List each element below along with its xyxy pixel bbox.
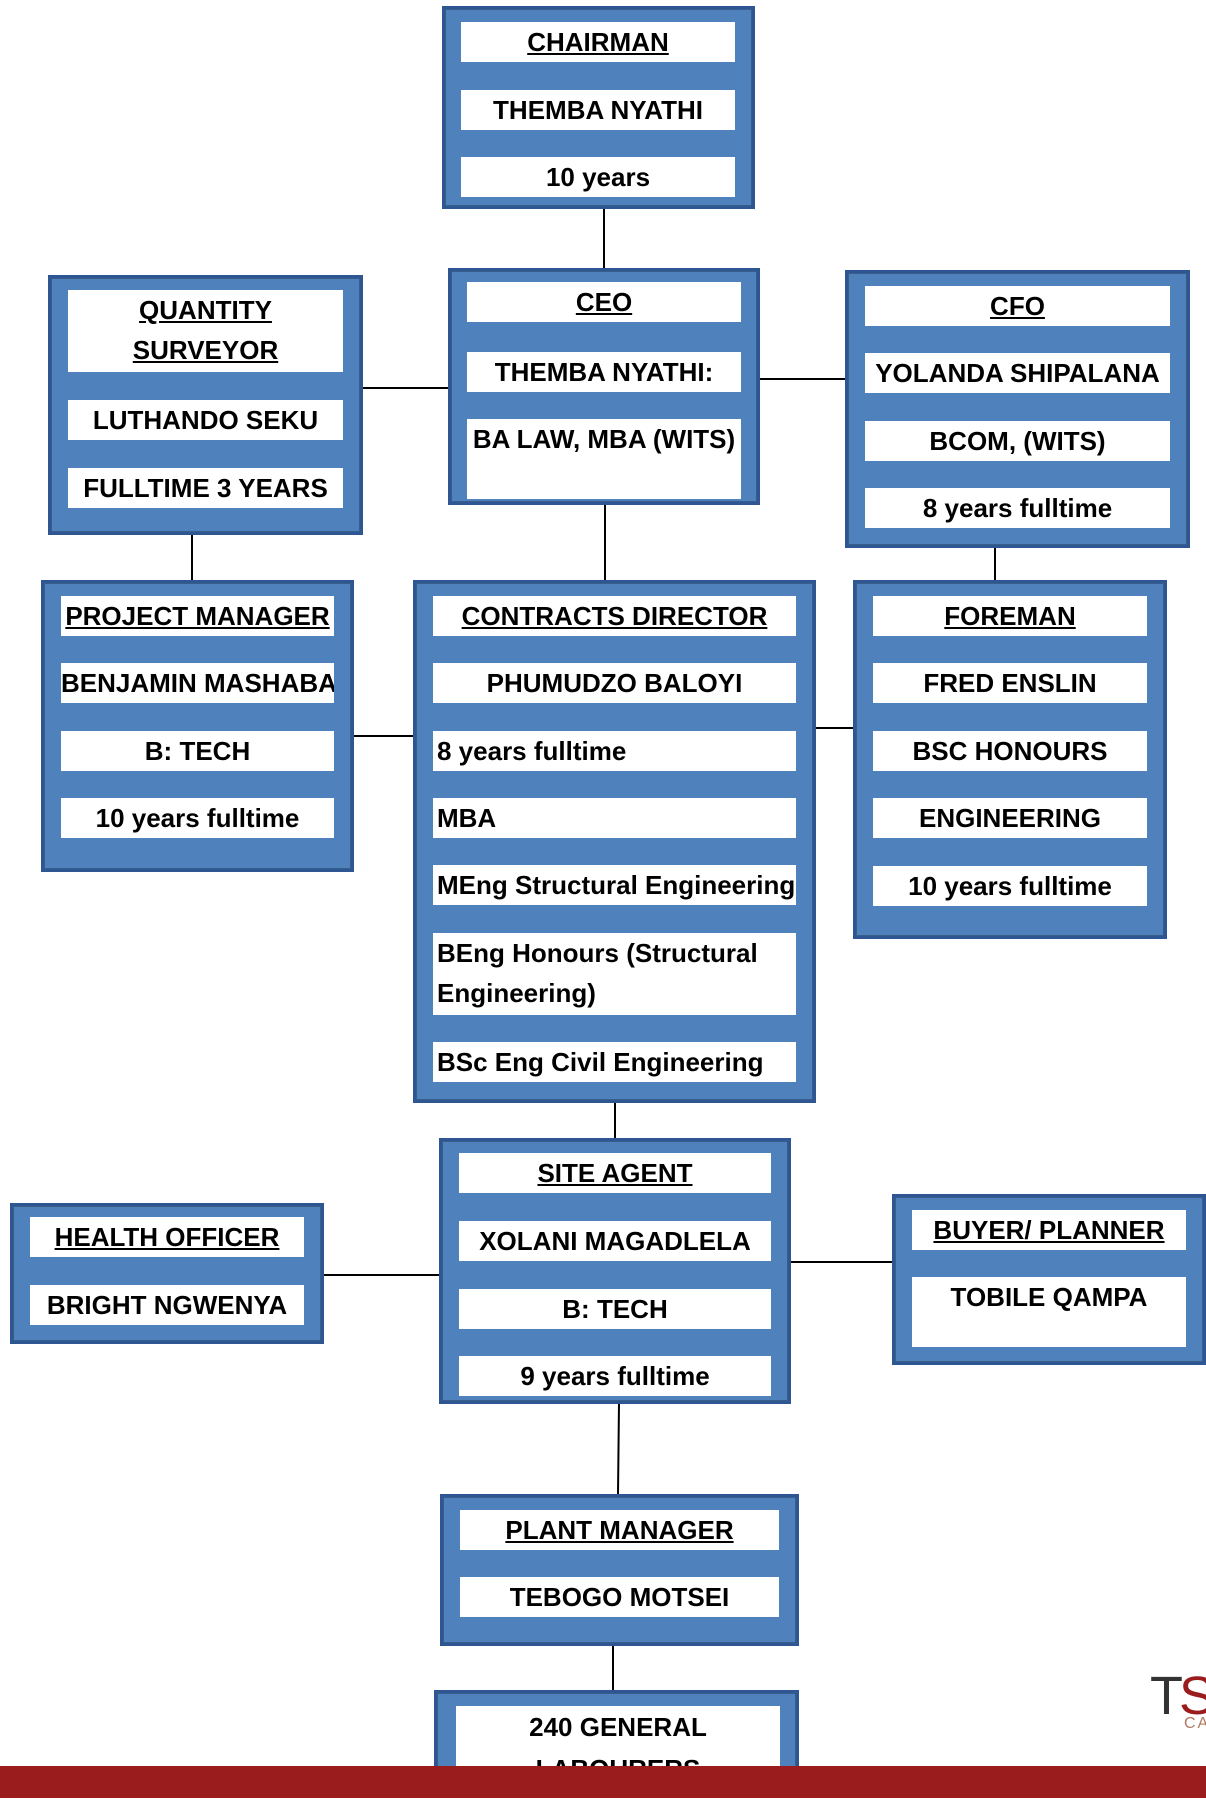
company-logo: TS CA xyxy=(1150,1665,1206,1735)
contracts-director-item: BSc Eng Civil Engineering xyxy=(433,1042,796,1082)
logo-mark: TS xyxy=(1150,1666,1206,1726)
foreman-name: FRED ENSLIN xyxy=(873,663,1147,703)
ceo-title: CEO xyxy=(467,282,741,322)
foreman-field: ENGINEERING xyxy=(873,798,1147,838)
project-manager-box: PROJECT MANAGER BENJAMIN MASHABA B: TECH… xyxy=(41,580,354,872)
chairman-name: THEMBA NYATHI xyxy=(461,90,735,130)
quantity-surveyor-title: QUANTITY SURVEYOR xyxy=(68,290,343,372)
chairman-box: CHAIRMAN THEMBA NYATHI 10 years xyxy=(442,6,755,209)
foreman-qualification: BSC HONOURS xyxy=(873,731,1147,771)
contracts-director-name: PHUMUDZO BALOYI xyxy=(433,663,796,703)
cfo-box: CFO YOLANDA SHIPALANA BCOM, (WITS) 8 yea… xyxy=(845,270,1190,548)
cfo-name: YOLANDA SHIPALANA xyxy=(865,353,1170,393)
contracts-director-item: MEng Structural Engineering xyxy=(433,865,796,905)
project-manager-detail: 10 years fulltime xyxy=(61,798,334,838)
project-manager-qualification: B: TECH xyxy=(61,731,334,771)
health-officer-name: BRIGHT NGWENYA xyxy=(30,1285,304,1325)
health-officer-title: HEALTH OFFICER xyxy=(30,1217,304,1257)
foreman-box: FOREMAN FRED ENSLIN BSC HONOURS ENGINEER… xyxy=(853,580,1167,939)
cfo-qualification: BCOM, (WITS) xyxy=(865,421,1170,461)
cfo-title: CFO xyxy=(865,286,1170,326)
logo-subtext: CA xyxy=(1184,1715,1206,1732)
line-site-plant xyxy=(617,1402,620,1495)
project-manager-title: PROJECT MANAGER xyxy=(61,596,334,636)
cfo-detail: 8 years fulltime xyxy=(865,488,1170,528)
chairman-title: CHAIRMAN xyxy=(461,22,735,62)
contracts-director-box: CONTRACTS DIRECTOR PHUMUDZO BALOYI 8 yea… xyxy=(413,580,816,1103)
contracts-director-item: BEng Honours (Structural Engineering) xyxy=(433,933,796,1015)
chairman-detail: 10 years xyxy=(461,157,735,197)
buyer-planner-name: TOBILE QAMPA xyxy=(912,1277,1186,1347)
buyer-planner-box: BUYER/ PLANNER TOBILE QAMPA xyxy=(892,1194,1206,1365)
contracts-director-item: MBA xyxy=(433,798,796,838)
quantity-surveyor-box: QUANTITY SURVEYOR LUTHANDO SEKU FULLTIME… xyxy=(48,275,363,535)
quantity-surveyor-detail: FULLTIME 3 YEARS xyxy=(68,468,343,508)
site-agent-title: SITE AGENT xyxy=(459,1153,771,1193)
foreman-detail: 10 years fulltime xyxy=(873,866,1147,906)
contracts-director-item: 8 years fulltime xyxy=(433,731,796,771)
ceo-name: THEMBA NYATHI: xyxy=(467,352,741,392)
contracts-director-title: CONTRACTS DIRECTOR xyxy=(433,596,796,636)
site-agent-box: SITE AGENT XOLANI MAGADLELA B: TECH 9 ye… xyxy=(439,1138,791,1404)
quantity-surveyor-name: LUTHANDO SEKU xyxy=(68,400,343,440)
site-agent-qualification: B: TECH xyxy=(459,1289,771,1329)
buyer-planner-title: BUYER/ PLANNER xyxy=(912,1210,1186,1250)
plant-manager-name: TEBOGO MOTSEI xyxy=(460,1577,779,1617)
site-agent-detail: 9 years fulltime xyxy=(459,1356,771,1396)
plant-manager-box: PLANT MANAGER TEBOGO MOTSEI xyxy=(440,1494,799,1646)
ceo-box: CEO THEMBA NYATHI: BA LAW, MBA (WITS) xyxy=(448,268,760,505)
site-agent-name: XOLANI MAGADLELA xyxy=(459,1221,771,1261)
foreman-title: FOREMAN xyxy=(873,596,1147,636)
plant-manager-title: PLANT MANAGER xyxy=(460,1510,779,1550)
ceo-detail: BA LAW, MBA (WITS) xyxy=(467,419,741,499)
health-officer-box: HEALTH OFFICER BRIGHT NGWENYA xyxy=(10,1203,324,1344)
footer-bar xyxy=(0,1766,1206,1798)
project-manager-name: BENJAMIN MASHABA xyxy=(61,663,334,703)
